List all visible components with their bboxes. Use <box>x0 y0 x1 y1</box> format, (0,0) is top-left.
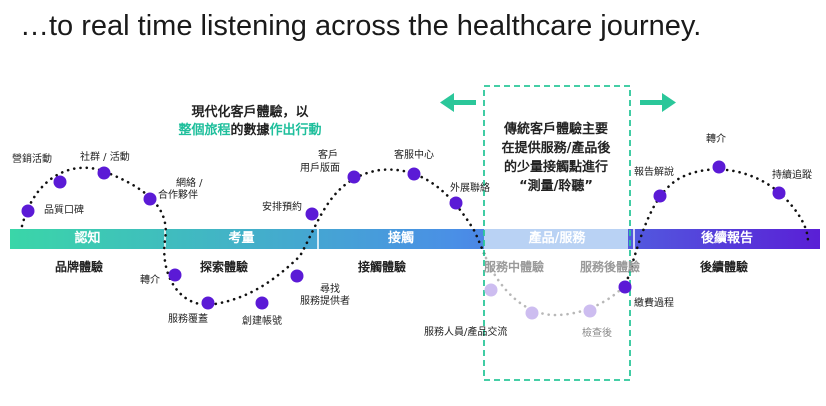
dot-service-center <box>407 167 421 181</box>
dot-schedule <box>305 207 319 221</box>
touchpoint-referral: 轉介 <box>140 275 160 286</box>
touchpoint-outreach: 外展聯絡 <box>450 183 490 194</box>
experience-followup: 後續體驗 <box>700 260 749 274</box>
dot-referral2 <box>712 160 726 174</box>
callout-text: 傳統客戶體驗主要 在提供服務/產品後 的少量接觸點進行 “測量/聆聽” <box>486 120 626 196</box>
dot-report <box>653 189 667 203</box>
dot-followup-track <box>772 186 786 200</box>
touchpoint-checkup: 檢查後 <box>582 328 612 339</box>
dot-reputation <box>21 204 35 218</box>
stage-contact: 接觸 <box>387 231 414 246</box>
intro-teal1: 整個旅程 <box>178 123 231 138</box>
stage-consideration: 考量 <box>228 231 255 246</box>
touchpoint-network: 網絡 / <box>176 178 203 189</box>
stage-product-service: 產品/服務 <box>528 231 586 246</box>
dot-provider <box>290 269 304 283</box>
touchpoint-referral2: 轉介 <box>706 134 726 145</box>
page-title: …to real time listening across the healt… <box>20 10 702 42</box>
intro-teal2: 作出行動 <box>269 123 322 138</box>
touchpoint-account: 創建帳號 <box>242 316 282 327</box>
stage-awareness: 認知 <box>74 231 101 246</box>
touchpoint-coverage: 服務覆蓋 <box>168 314 208 325</box>
experience-service-mid: 服務中體驗 <box>484 260 545 274</box>
callout-line4: “測量/聆聽” <box>519 179 593 194</box>
arrow-left-shaft <box>450 100 476 105</box>
journey-curve <box>20 166 488 306</box>
arrow-right-shaft <box>640 100 666 105</box>
touchpoint-social: 社群 / 活動 <box>80 152 130 163</box>
dot-marketing <box>53 175 67 189</box>
dot-checkup <box>583 304 597 318</box>
touchpoint-report: 報告解說 <box>634 167 674 178</box>
touchpoint-client-a: 客戶 <box>318 150 338 161</box>
dot-outreach <box>449 196 463 210</box>
dot-social <box>97 166 111 180</box>
touchpoint-schedule: 安排預約 <box>262 202 302 213</box>
dot-staff <box>484 283 498 297</box>
stage-band-faded <box>484 229 628 249</box>
journey-curve-faded <box>484 256 628 317</box>
experience-service-after: 服務後體驗 <box>580 260 641 274</box>
dot-account <box>255 296 269 310</box>
touchpoint-client-b: 用戶版面 <box>300 163 340 174</box>
dot-payment <box>618 280 632 294</box>
dot-client <box>347 170 361 184</box>
touchpoint-followup-track: 持續追蹤 <box>772 170 812 181</box>
touchpoint-staff: 服務人員/產品交流 <box>424 327 508 338</box>
touchpoint-partner: 合作夥伴 <box>158 190 198 201</box>
intro-line1: 現代化客戶體驗，以 <box>191 105 309 120</box>
intro-text: 現代化客戶體驗，以 整個旅程的數據作出行動 <box>140 104 360 140</box>
intro-mid: 的數據 <box>230 123 270 138</box>
intro-line2: 整個旅程的數據作出行動 <box>140 122 360 140</box>
experience-contact: 接觸體驗 <box>358 260 407 274</box>
callout-line1: 傳統客戶體驗主要 <box>503 122 608 137</box>
callout-frame <box>483 85 631 381</box>
touchpoint-provider: 服務提供者 <box>300 296 350 307</box>
touchpoint-service-center: 客服中心 <box>394 150 434 161</box>
dot-coverage <box>201 296 215 310</box>
experience-brand: 品牌體驗 <box>55 260 104 274</box>
arrow-left-head <box>440 93 454 112</box>
callout-line2: 在提供服務/產品後 <box>501 141 611 156</box>
stage-followup-report: 後續報告 <box>700 231 753 246</box>
callout-line3: 的少量接觸點進行 <box>503 160 608 175</box>
dot-partner <box>143 192 157 206</box>
touchpoint-reputation: 品質口碑 <box>44 205 84 216</box>
touchpoint-dots <box>21 160 786 320</box>
touchpoint-find: 尋找 <box>320 284 340 295</box>
dot-service-mid <box>525 306 539 320</box>
experience-explore: 探索體驗 <box>200 260 249 274</box>
touchpoint-marketing: 營銷活動 <box>12 154 52 165</box>
dot-referral <box>168 268 182 282</box>
arrow-right-head <box>662 93 676 112</box>
touchpoint-payment: 繳費過程 <box>634 298 674 309</box>
